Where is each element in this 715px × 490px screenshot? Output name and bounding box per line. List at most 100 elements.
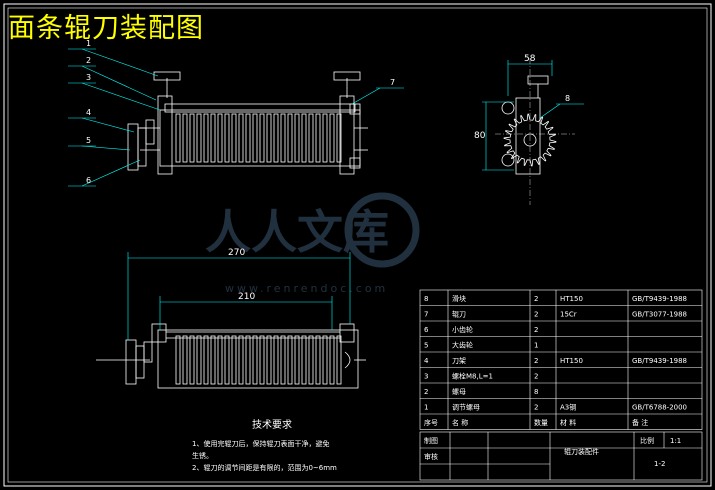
roller-blade [315, 335, 321, 385]
bom-table [419, 289, 703, 430]
bom-cell: 2 [534, 311, 538, 319]
side-view [501, 75, 557, 175]
bom-cell: GB/T3077-1988 [632, 311, 687, 319]
bom-cell: 7 [424, 311, 428, 319]
bom-cell: 8 [534, 388, 538, 396]
bom-cell: 螺栓M8,L=1 [452, 372, 493, 381]
roller-blade [189, 113, 195, 163]
roller-blade [308, 335, 314, 385]
watermark-circle [344, 192, 420, 268]
roller-blade [294, 335, 300, 385]
roller-blade [189, 335, 195, 385]
bom-header-cell: 数量 [534, 418, 548, 427]
bom-cell: 2 [424, 388, 428, 396]
bom-cell: 辊刀 [452, 310, 466, 319]
bom-cell: 调节螺母 [452, 403, 480, 412]
roller-blade [217, 335, 223, 385]
roller-blade [224, 113, 230, 163]
roller-blade [280, 113, 286, 163]
roller-blade [336, 335, 342, 385]
roller-blade [238, 113, 244, 163]
front-balloons: 1 2 3 4 5 6 7 [86, 39, 395, 185]
roller-blade [336, 113, 342, 163]
bom-cell: 小齿轮 [452, 325, 473, 334]
roller-blade [175, 335, 181, 385]
bom-cell: 螺母 [452, 387, 466, 396]
roller-teeth [175, 113, 342, 163]
dim-58: 58 [524, 54, 536, 64]
roller-blade [294, 113, 300, 163]
roller-blade [287, 113, 293, 163]
side-dims [482, 60, 584, 171]
dim-80: 80 [474, 131, 486, 141]
bom-header-cell: 序号 [424, 418, 438, 427]
roller-blade [245, 335, 251, 385]
roller-teeth-2 [175, 335, 342, 385]
roller-blade [329, 113, 335, 163]
bom-cell: 大齿轮 [452, 341, 473, 350]
roller-blade [287, 335, 293, 385]
inner-frame [7, 7, 708, 483]
roller-blade [210, 113, 216, 163]
bom-cell: HT150 [560, 295, 583, 303]
roller-blade [273, 335, 279, 385]
bom-header-cell: 备 注 [632, 418, 648, 427]
roller-blade [203, 113, 209, 163]
bom-cell: 5 [424, 342, 428, 350]
roller-blade [231, 335, 237, 385]
tb-drawn: 制图 [424, 436, 438, 445]
title-block [419, 431, 703, 481]
roller-blade [315, 113, 321, 163]
tech-line-1b: 生锈。 [192, 451, 213, 460]
bom-cell: 滑块 [452, 294, 466, 303]
bom-cell: 1 [534, 342, 538, 350]
tb-scale: 1:1 [670, 437, 681, 445]
roller-blade [245, 113, 251, 163]
balloon-2: 2 [86, 56, 91, 65]
balloon-4: 4 [86, 108, 91, 117]
watermark-text: 人人文库 [205, 205, 389, 259]
bom-cell: 1 [424, 404, 428, 412]
side-centerlines [495, 58, 575, 205]
tb-name: 辊刀装配件 [564, 447, 599, 456]
tech-requirements: 技术要求 1、使用完辊刀后，保持辊刀表面干净，避免 生锈。 2、辊刀的调节间距是… [192, 418, 337, 472]
bom-cell: 2 [534, 373, 538, 381]
front-leaders [68, 48, 404, 187]
roller-blade [259, 113, 265, 163]
bom-cell: 刀架 [452, 357, 466, 365]
roller-blade [217, 113, 223, 163]
title-block-text: 制图 审核 辊刀装配件 比例 1:1 1-2 [424, 436, 681, 468]
roller-blade [273, 113, 279, 163]
balloon-8: 8 [565, 94, 570, 103]
roller-blade [175, 113, 181, 163]
balloon-3: 3 [86, 73, 91, 82]
roller-blade [308, 113, 314, 163]
top-dim-labels: 270 210 [228, 248, 255, 302]
roller-blade [301, 335, 307, 385]
tech-line-1: 1、使用完辊刀后，保持辊刀表面干净，避免 [192, 439, 329, 448]
bom-frame [419, 289, 703, 430]
balloon-7: 7 [390, 78, 395, 87]
roller-blade [280, 335, 286, 385]
roller-blade [259, 335, 265, 385]
watermark-url: www.renrendoc.com [225, 282, 388, 295]
bom-cell: GB/T9439-1988 [632, 295, 687, 303]
tb-scale-label: 比例 [640, 436, 654, 445]
drawing-frame [3, 3, 712, 487]
balloon-5: 5 [86, 136, 91, 145]
roller-blade [210, 335, 216, 385]
bom-cell: HT150 [560, 357, 583, 365]
watermark: 人人文库 www.renrendoc.com [205, 192, 420, 295]
roller-blade [231, 113, 237, 163]
balloon-1: 1 [86, 39, 91, 48]
bom-cell: A3钢 [560, 403, 576, 412]
bom-cell: GB/T6788-2000 [632, 404, 687, 412]
dim-210: 210 [238, 292, 255, 302]
bom-cell: 6 [424, 326, 429, 334]
bom-header-cell: 材 料 [560, 418, 576, 427]
tb-sheet: 1-2 [654, 460, 665, 468]
bom-cell: 8 [424, 295, 428, 303]
roller-blade [252, 335, 258, 385]
top-view [96, 323, 366, 389]
